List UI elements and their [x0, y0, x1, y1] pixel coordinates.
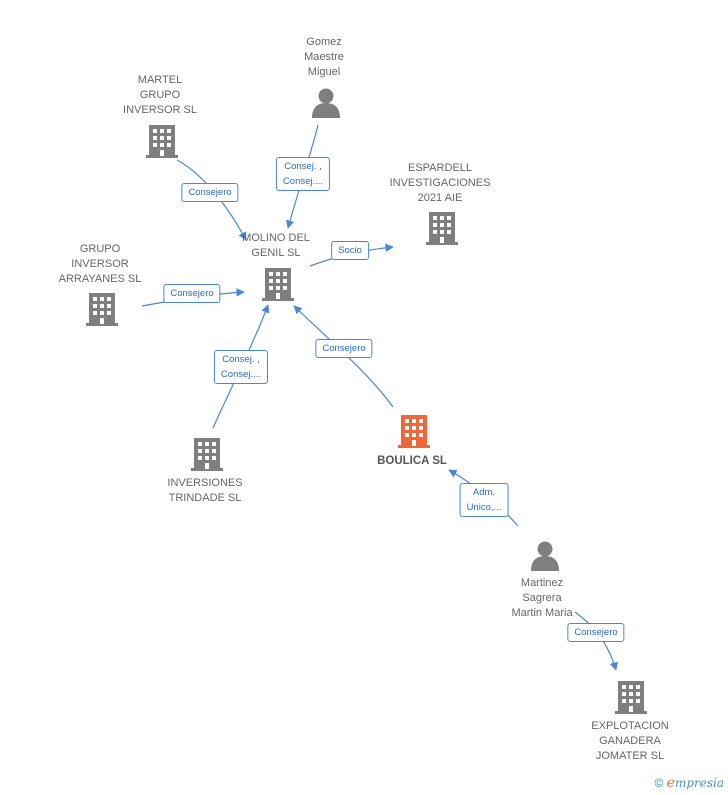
person-icon-martinez[interactable] — [531, 541, 559, 572]
node-label-boulica[interactable]: BOULICA SL — [377, 455, 447, 467]
edge-boulica-to-molino — [293, 305, 394, 408]
edge-label-boulica-molino[interactable]: Consejero — [315, 339, 373, 358]
edge-label-martinez-boulica[interactable]: Adm. Unico,... — [459, 483, 509, 517]
node-label-molino[interactable]: MOLINO DEL GENIL SL — [242, 232, 310, 259]
building-icon-martel[interactable] — [146, 125, 178, 158]
edge-label-gomez-molino[interactable]: Consej. , Consej.... — [275, 157, 331, 191]
edge-label-molino-espardell[interactable]: Socio — [331, 241, 369, 260]
building-icon-espardell[interactable] — [426, 212, 458, 245]
node-label-martel[interactable]: MARTEL GRUPO INVERSOR SL — [123, 74, 197, 116]
node-label-arrayanes[interactable]: GRUPO INVERSOR ARRAYANES SL — [58, 243, 142, 285]
node-label-espardell[interactable]: ESPARDELL INVESTIGACIONES 2021 AIE — [389, 162, 491, 204]
building-icon-molino[interactable] — [262, 268, 294, 301]
empresia-logo: © empresia — [654, 775, 724, 791]
edge-label-arrayanes-molino[interactable]: Consejero — [163, 284, 221, 303]
copyright-symbol: © — [654, 776, 664, 790]
edge-label-martel-molino[interactable]: Consejero — [181, 183, 239, 202]
building-icon-boulica[interactable] — [398, 415, 430, 448]
node-label-gomez[interactable]: Gomez Maestre Miguel — [304, 36, 344, 78]
node-label-martinez[interactable]: Martinez Sagrera Martin Maria — [511, 577, 573, 619]
edge-label-martinez-explotacion[interactable]: Consejero — [567, 623, 625, 642]
node-label-trindade[interactable]: INVERSIONES TRINDADE SL — [167, 477, 243, 504]
building-icon-arrayanes[interactable] — [86, 293, 118, 326]
brand-initial: e — [666, 775, 675, 791]
building-icon-trindade[interactable] — [191, 438, 223, 471]
person-icon-gomez[interactable] — [312, 88, 340, 119]
brand-rest: mpresia — [674, 776, 724, 790]
building-icon-explotacion[interactable] — [615, 681, 647, 714]
edge-label-trindade-molino[interactable]: Consej. , Consej.... — [213, 350, 269, 384]
node-label-explotacion[interactable]: EXPLOTACION GANADERA JOMATER SL — [591, 720, 669, 762]
